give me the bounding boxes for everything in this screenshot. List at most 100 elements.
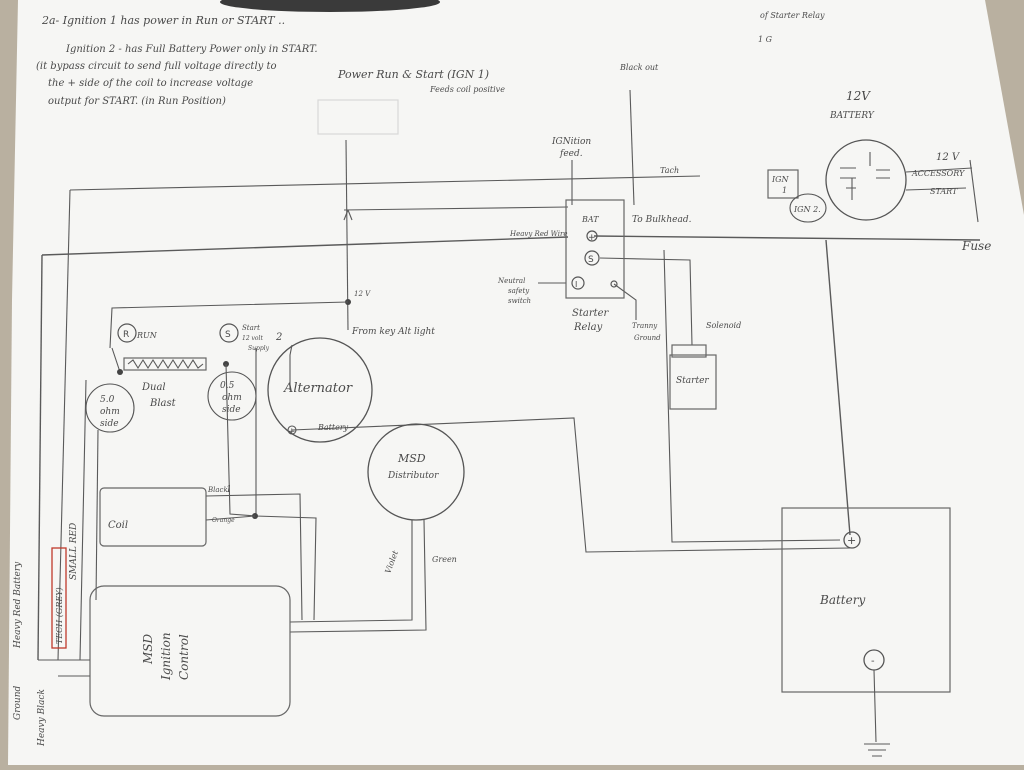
power-run-start-label: Power Run & Start (IGN 1)	[337, 68, 489, 81]
ballast-left-node	[117, 369, 123, 375]
wire-relay-ground	[613, 283, 637, 320]
battery-label: Battery	[819, 593, 865, 607]
ign-feed-label-b: feed.	[559, 149, 583, 159]
start-arrow-label: START	[930, 187, 958, 196]
green-label: Green	[432, 555, 457, 564]
wire-bat-main	[593, 235, 981, 241]
relay-bat-plus: +	[588, 233, 596, 243]
wire-small-red	[95, 429, 99, 601]
ignition-switch	[825, 139, 907, 221]
ign-box-number: 1	[782, 186, 787, 195]
ohm5-bubble	[85, 383, 135, 433]
starter-relay-label-a: Starter	[572, 308, 610, 319]
ballast-resistor	[123, 357, 207, 371]
wire-alt-right	[291, 417, 851, 553]
heavy-black-label: Heavy Black	[37, 689, 47, 747]
ign-2-label: IGN 2.	[793, 205, 821, 214]
wire-msd-left	[38, 659, 90, 677]
run-terminal	[117, 323, 137, 343]
battery-minus: -	[871, 656, 875, 667]
battery-box	[781, 507, 951, 693]
volt-12-label: 12 V	[936, 152, 961, 163]
battery-plus-terminal	[843, 531, 861, 549]
msd-dist-label-b: Distributor	[387, 471, 439, 481]
msd-dist-label-a: MSD	[397, 452, 426, 465]
solenoid-label: Solenoid	[706, 321, 741, 330]
starter-relay-box	[565, 199, 625, 299]
wire-start-to-coil	[255, 348, 317, 621]
ign-2-circle	[789, 193, 827, 223]
tach-grey-highlight	[51, 547, 67, 649]
starter-box	[669, 354, 717, 410]
start-label-c: Supply	[248, 345, 270, 352]
run-label: RUN	[136, 331, 158, 340]
ign-volt-label: 12 V	[354, 290, 371, 298]
note-top-right-b: 1 G	[758, 35, 773, 44]
start-terminal	[219, 323, 239, 343]
ohm5-label-a: 5.0	[100, 395, 115, 405]
tranny-ground-label-a: Tranny	[632, 322, 658, 330]
relay-s-label: S	[588, 255, 594, 265]
dual-blast-label-a: Dual	[141, 382, 166, 393]
erased-box	[317, 99, 399, 135]
paper-sheet	[8, 0, 1024, 765]
shadow-top	[220, 0, 440, 12]
wire-accessory	[905, 167, 973, 173]
wire-heavy-red-left	[37, 254, 43, 661]
starter-relay-label-b: Relay	[573, 322, 603, 333]
wire-black-out	[629, 89, 635, 206]
msd-box-label-b: Ignition	[159, 632, 173, 681]
relay-bat-terminal	[586, 230, 598, 242]
wire-starter-down	[663, 249, 841, 543]
alt-battery-label: Battery	[317, 423, 349, 432]
note-line-4: the + side of the coil to increase volta…	[48, 78, 253, 89]
msd-distributor	[367, 423, 465, 521]
start-label-b: 12 volt	[242, 335, 263, 342]
start-terminal-s: S	[225, 330, 231, 340]
wire-ballast-loop	[109, 301, 349, 373]
neutral-label-b: safety	[508, 287, 530, 295]
ign-box	[767, 169, 799, 199]
black-label: Black	[207, 486, 228, 494]
ohm05-label-c: side	[222, 405, 241, 415]
wire-tach-top	[69, 175, 701, 191]
wire-alt-feed	[289, 344, 293, 390]
tach-grey-label: TECH (GREY)	[55, 587, 64, 644]
ballast-coil	[127, 358, 204, 370]
alt-battery-terminal	[287, 425, 297, 435]
battery-top-label: BATTERY	[829, 111, 875, 121]
feeds-coil-label: Feeds coil positive	[429, 85, 505, 94]
ohm05-label-b: ohm	[222, 393, 242, 403]
relay-i-label: I	[575, 280, 577, 289]
msd-ignition-control	[89, 585, 291, 717]
coil-label: Coil	[108, 520, 128, 531]
battery-12v-label: 12V	[846, 89, 871, 103]
tach-top-label: Tach	[660, 166, 679, 175]
run-terminal-r: R	[123, 330, 129, 340]
arrow-ign1	[343, 209, 353, 221]
ohm5-label-c: side	[100, 419, 119, 429]
wire-fuse	[969, 159, 979, 223]
wire-relay-to-starter	[599, 257, 693, 346]
note-line-3: (it bypass circuit to send full voltage …	[36, 61, 277, 72]
alt-plus: +	[288, 427, 296, 437]
starter-terminals	[671, 344, 707, 358]
wire-ign1	[343, 206, 569, 211]
accessory-label: ACCESSORY	[911, 169, 965, 178]
wire-distributor	[289, 519, 427, 633]
dual-blast-label-b: Blast	[149, 398, 177, 409]
relay-ground-terminal	[610, 280, 618, 288]
coil-box	[99, 487, 207, 547]
black-out-label: Black out	[619, 63, 659, 72]
small-red-label: SMALL RED	[69, 523, 79, 580]
tranny-ground-label-b: Ground	[634, 334, 661, 342]
wire-ign1-vertical	[345, 139, 349, 331]
relay-s-terminal	[584, 250, 600, 266]
wire-battery-plus-long	[825, 239, 851, 536]
to-bulkhead-label: To Bulkhead.	[632, 215, 692, 225]
wire-ballast-to-coil	[225, 363, 257, 517]
starter-label: Starter	[676, 376, 709, 386]
battery-plus: +	[847, 534, 856, 547]
msd-box-label-a: MSD	[141, 633, 155, 665]
